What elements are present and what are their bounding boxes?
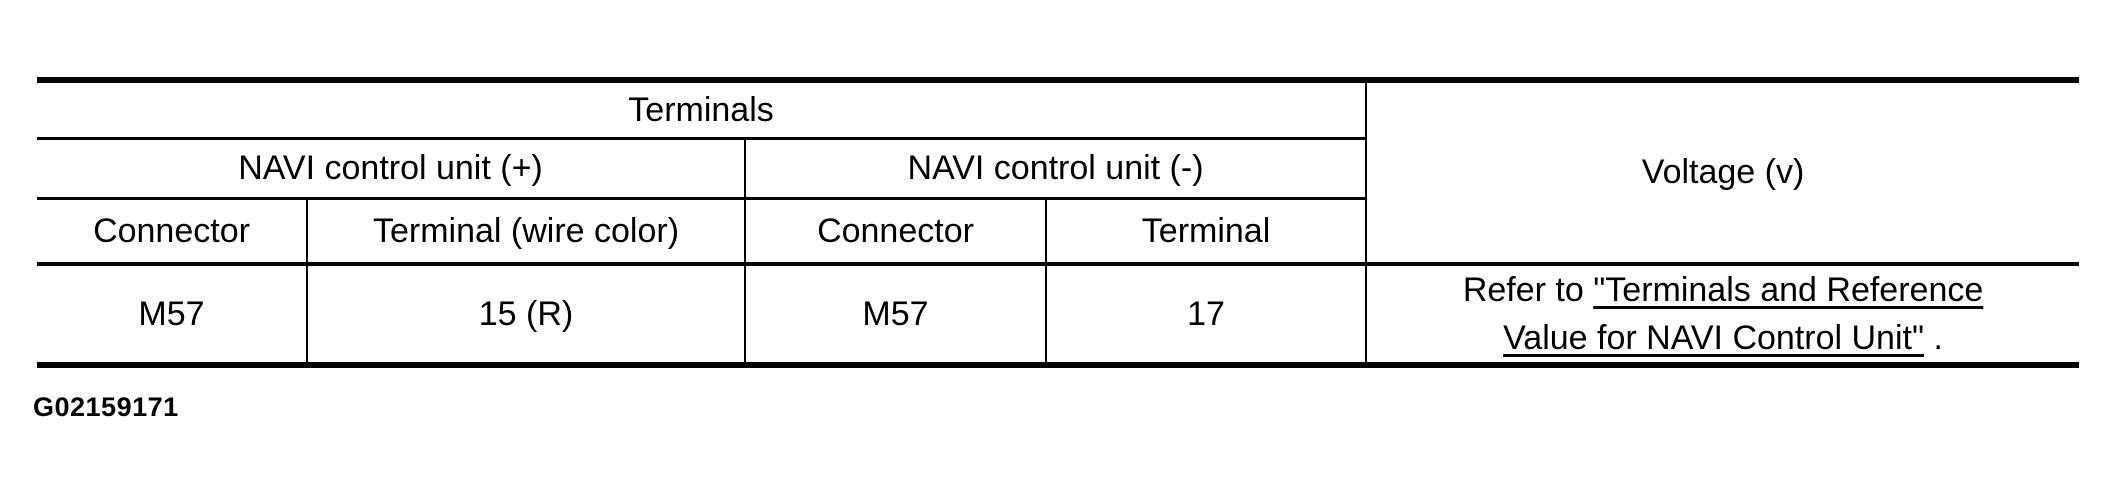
voltage-value-cell: Refer to "Terminals and Reference Value …	[1365, 264, 2080, 365]
navi-plus-header-cell: NAVI control unit (+)	[37, 138, 745, 200]
terminals-reference-link[interactable]: "Terminals and Reference Value for NAVI …	[1503, 271, 1984, 357]
terminals-header-row: Terminals Voltage (v)	[37, 80, 2080, 266]
voltage-header-cell: Voltage (v)	[1365, 80, 2080, 266]
terminal-minus-col-header: Terminal	[1044, 198, 1367, 266]
connector-minus-col-header: Connector	[744, 198, 1046, 266]
connector-plus-col-header: Connector	[37, 198, 307, 266]
connector-minus-value-cell: M57	[744, 264, 1046, 365]
terminals-header-cell: Terminals	[37, 80, 1367, 140]
terminal-plus-value-cell: 15 (R)	[306, 264, 745, 365]
navi-unit-header-row: NAVI control unit (+) NAVI control unit …	[37, 138, 2079, 200]
figure-id-label: G02159171	[33, 392, 179, 422]
terminal-minus-value-cell: 17	[1044, 264, 1367, 365]
refer-prefix-text: Refer to	[1462, 271, 1594, 309]
terminal-plus-col-header: Terminal (wire color)	[306, 198, 745, 266]
refer-suffix-text: .	[1924, 319, 1943, 357]
voltage-note-text: Refer to "Terminals and Reference Value …	[1421, 266, 2026, 362]
terminal-data-row: M57 15 (R) M57 17 Refer to "Terminals an…	[37, 264, 2080, 365]
column-headers-row: Connector Terminal (wire color) Connecto…	[37, 198, 2079, 266]
navi-minus-header-cell: NAVI control unit (-)	[743, 138, 1367, 200]
connector-plus-value-cell: M57	[138, 294, 205, 333]
terminals-voltage-table: Terminals Voltage (v) NAVI control unit …	[37, 77, 2080, 368]
